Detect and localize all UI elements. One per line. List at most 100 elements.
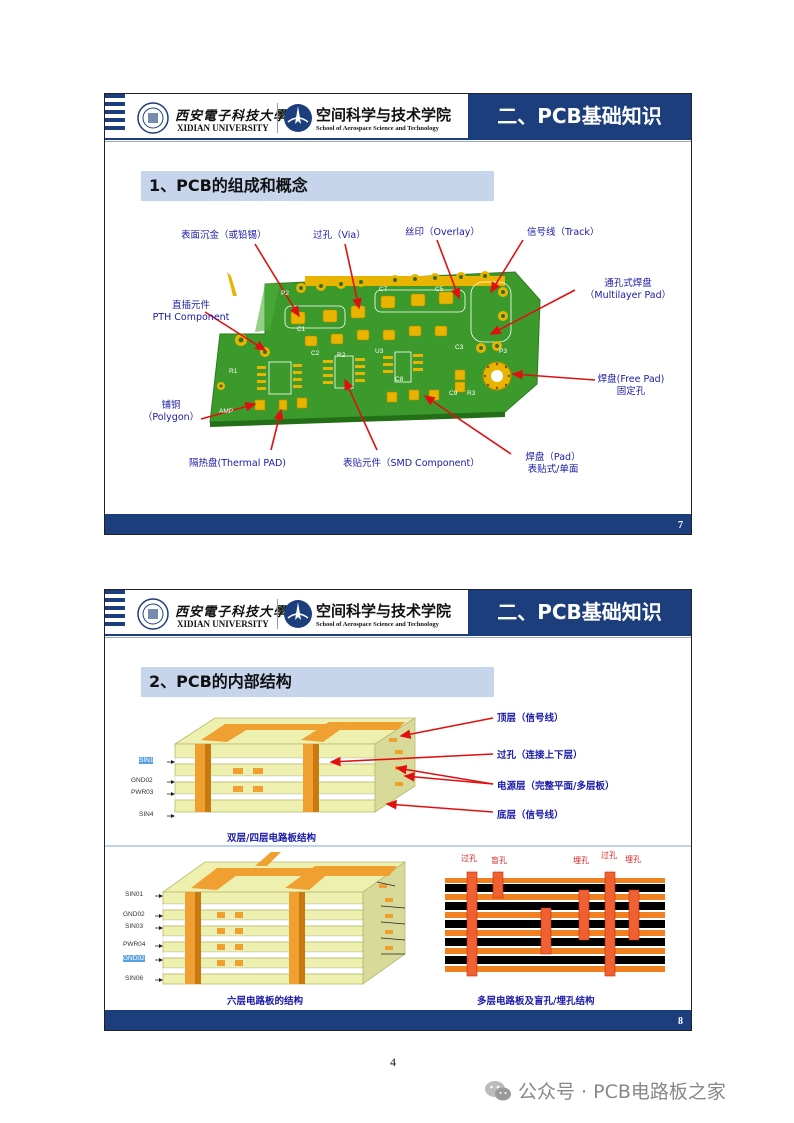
board-label-c4: C4 xyxy=(405,270,414,277)
watermark-text: 公众号 · PCB电路板之家 xyxy=(518,1081,726,1103)
university-seal-icon xyxy=(137,102,169,134)
layer-label-sin1: SIN1 xyxy=(139,757,154,764)
slide-title: 二、PCB基础知识 xyxy=(468,590,691,634)
six-layer-side-ticks xyxy=(376,881,406,955)
multi-label-buried-1: 埋孔 xyxy=(573,856,589,865)
caption-six-layer: 六层电路板的结构 xyxy=(227,996,304,1007)
label-surface-gold: 表面沉金（或铅锡） xyxy=(181,230,267,241)
section-title: 1、PCB的组成和概念 xyxy=(141,171,494,201)
label-via-connect: 过孔（连接上下层） xyxy=(497,750,583,761)
label-free-pad-1: 焊盘(Free Pad) xyxy=(597,374,665,385)
board-label-p2: P2 xyxy=(281,290,289,297)
pcb-board-bevel xyxy=(255,282,280,332)
multi-label-buried-2: 埋孔 xyxy=(625,855,641,864)
label-via: 过孔（Via） xyxy=(313,230,366,241)
layer-label-gnd02-c: GND02 xyxy=(123,955,145,962)
slide-page-number: 8 xyxy=(678,1016,683,1027)
label-multilayer-en: （Multilayer Pad） xyxy=(584,290,672,301)
multilayer-via-diagram xyxy=(441,871,667,978)
university-name-en: XIDIAN UNIVERSITY xyxy=(177,123,269,133)
multi-label-via-2: 过孔 xyxy=(601,851,617,860)
header-rule-thin xyxy=(105,637,691,638)
label-thermal-pad: 隔热盘(Thermal PAD) xyxy=(189,458,286,469)
six-layer-block xyxy=(161,852,407,985)
label-polygon-1: 铺铜 xyxy=(161,400,181,411)
slide-header: 西安電子科技大學 XIDIAN UNIVERSITY 空间科学与技术学院 Sch… xyxy=(105,590,691,634)
board-label-c5: C5 xyxy=(435,286,444,293)
layer-label-gnd02: GND02 xyxy=(131,777,153,784)
label-smd-component: 表贴元件（SMD Component） xyxy=(343,458,480,469)
board-label-c1: C1 xyxy=(297,326,306,333)
board-label-c8: C8 xyxy=(395,376,404,383)
label-free-pad: 焊盘(Free Pad) 固定孔 xyxy=(581,374,681,398)
layer-label-sin03: SIN03 xyxy=(125,923,144,930)
label-overlay: 丝印（Overlay） xyxy=(405,227,480,238)
board-label-c3: C3 xyxy=(455,344,464,351)
school-name-en: School of Aerospace Science and Technolo… xyxy=(316,125,439,132)
slide-footer: 7 xyxy=(105,514,691,534)
label-pth-en: PTH Component xyxy=(152,312,230,323)
through-hole-pads xyxy=(217,271,508,390)
label-pth-component: 直插元件 PTH Component xyxy=(141,300,241,324)
board-label-p3: P3 xyxy=(499,348,507,355)
document-page-number: 4 xyxy=(390,1055,396,1069)
top-header-strip xyxy=(305,276,505,286)
school-name-en: School of Aerospace Science and Technolo… xyxy=(316,621,439,628)
university-seal-icon xyxy=(137,598,169,630)
four-layer-block xyxy=(173,717,417,813)
school-logo-icon xyxy=(284,600,312,628)
board-label-amp: AMP xyxy=(219,408,234,415)
label-pad-2: 表贴式/单面 xyxy=(527,464,579,475)
multi-label-blind: 盲孔 xyxy=(491,856,507,865)
header-stripes xyxy=(105,94,125,138)
school-logo-icon xyxy=(284,104,312,132)
slide-title: 二、PCB基础知识 xyxy=(468,94,691,138)
callout-arrows xyxy=(200,239,596,455)
header-rule xyxy=(105,634,691,636)
ic-pin-pads xyxy=(257,354,423,390)
free-pad-hole xyxy=(491,370,503,382)
layer-label-pwr04: PWR04 xyxy=(123,941,146,948)
free-pad-dots xyxy=(483,362,511,390)
label-pad-1: 焊盘（Pad） xyxy=(525,452,581,463)
label-multilayer-cn: 通孔式焊盘 xyxy=(604,278,652,289)
label-polygon: 铺铜 （Polygon） xyxy=(141,400,201,424)
slide-header: 西安電子科技大學 XIDIAN UNIVERSITY 空间科学与技术学院 Sch… xyxy=(105,94,691,138)
header-stripes xyxy=(105,590,125,634)
layer-label-pwr03: PWR03 xyxy=(131,789,154,796)
gold-pads xyxy=(254,291,466,411)
board-label-c9: C9 xyxy=(449,390,458,397)
label-track: 信号线（Track） xyxy=(527,227,600,238)
slide-page-number: 7 xyxy=(678,520,683,531)
slide-8: 西安電子科技大學 XIDIAN UNIVERSITY 空间科学与技术学院 Sch… xyxy=(104,589,692,1031)
board-label-r1: R1 xyxy=(229,368,238,375)
layer-label-sin01: SIN01 xyxy=(125,891,144,898)
caption-four-layer: 双层/四层电路板结构 xyxy=(227,833,316,844)
header-separator xyxy=(277,103,278,133)
four-layer-pointers xyxy=(167,760,175,818)
label-power-layer: 电源层（完整平面/多层板） xyxy=(497,781,615,792)
label-free-pad-2: 固定孔 xyxy=(616,386,646,397)
pcb-board-illustration xyxy=(200,239,596,455)
pcb-layer-diagrams xyxy=(105,717,691,985)
board-label-c7: C7 xyxy=(379,286,388,293)
header-separator xyxy=(277,599,278,629)
multi-label-via-1: 过孔 xyxy=(461,854,477,863)
label-pad: 焊盘（Pad） 表贴式/单面 xyxy=(513,452,593,476)
school-name-cn: 空间科学与技术学院 xyxy=(316,602,452,620)
pcb-board-edge xyxy=(210,412,505,427)
university-name-cn: 西安電子科技大學 xyxy=(175,109,288,124)
layer-label-gnd02-b: GND02 xyxy=(123,911,145,918)
label-bottom-layer: 底层（信号线） xyxy=(497,810,564,821)
decorative-arrow-mark xyxy=(227,272,237,296)
layer-label-sin4: SIN4 xyxy=(139,811,154,818)
label-top-layer: 顶层（信号线） xyxy=(497,713,564,724)
board-label-r3: R3 xyxy=(467,390,476,397)
section-title: 2、PCB的内部结构 xyxy=(141,667,494,697)
label-polygon-2: （Polygon） xyxy=(142,412,200,423)
board-label-c2: C2 xyxy=(311,350,320,357)
university-name-en: XIDIAN UNIVERSITY xyxy=(177,619,269,629)
board-label-r2: R2 xyxy=(337,352,346,359)
label-pth-cn: 直插元件 xyxy=(171,300,210,311)
silkscreen-outlines xyxy=(268,281,512,395)
